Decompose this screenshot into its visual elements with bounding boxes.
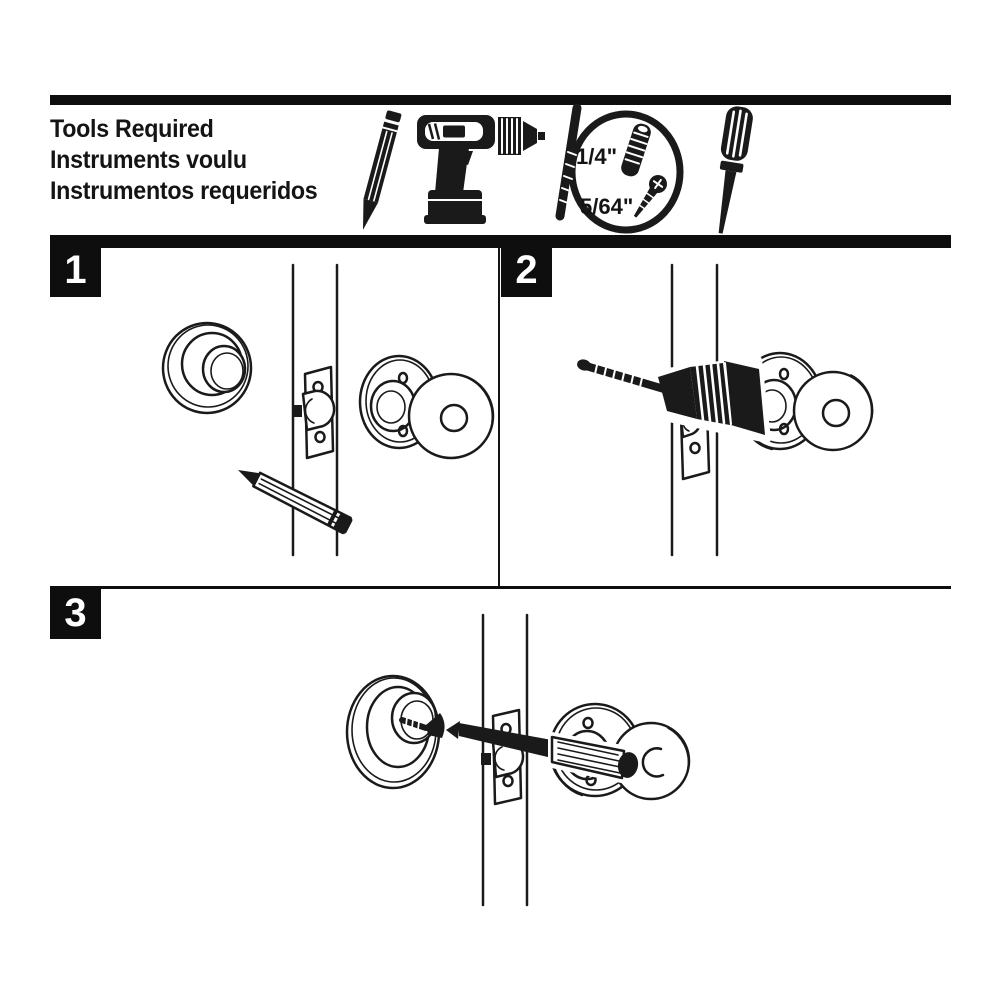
- drill-body: [724, 361, 765, 435]
- step-3-badge: 3: [50, 587, 101, 639]
- pencil: [238, 470, 353, 535]
- latch-assembly: [292, 365, 336, 460]
- door-knob: [358, 354, 495, 460]
- drill-nose: [658, 367, 697, 419]
- latch-assembly: [481, 708, 525, 806]
- step-2-illustration: [577, 263, 874, 557]
- mounting-screw: [399, 713, 445, 738]
- rose-plate: [345, 674, 441, 790]
- screwdriver-icon-art: [718, 106, 753, 234]
- step-1-illustration: [161, 263, 495, 557]
- screw-icon: [633, 175, 667, 218]
- step-3-illustration: [345, 613, 691, 907]
- step-2-number: 2: [515, 248, 538, 292]
- tools-required-line-en: Tools Required: [50, 115, 214, 143]
- bit-size-label-small: 5/64": [580, 194, 633, 219]
- bit-size-label-large: 1/4": [576, 144, 617, 169]
- step-3-number: 3: [64, 590, 87, 635]
- wall-anchor-icon: [621, 123, 651, 177]
- bit-oval-outline: [568, 110, 684, 234]
- drill-chuck: [690, 362, 730, 425]
- step-1-number: 1: [64, 248, 87, 292]
- large-drill-bit-icon: [555, 103, 582, 221]
- screwdriver-icon: [718, 106, 753, 234]
- tools-required-heading: Tools Required Instruments voulu Instrum…: [50, 114, 318, 207]
- tools-required-line-es: Instrumentos requeridos: [50, 177, 318, 205]
- drill: [577, 356, 771, 443]
- step-1-badge: 1: [50, 244, 101, 297]
- tools-required-line-fr: Instruments voulu: [50, 146, 247, 174]
- panel-divider-vertical: [498, 248, 500, 586]
- rose-plate: [161, 321, 253, 415]
- screwdriver-tip: [446, 721, 460, 739]
- drill-bit-set-icon: 1/4" 5/64": [555, 103, 684, 234]
- pencil-icon: [362, 110, 402, 230]
- drill-icon-art: [417, 115, 545, 224]
- top-rule: [50, 95, 951, 105]
- pencil-icon-art: [362, 110, 402, 230]
- drill-bit: [577, 359, 668, 393]
- screwdriver: [446, 721, 639, 784]
- screwdriver-handle: [550, 735, 626, 780]
- cordless-drill-icon: [417, 115, 545, 224]
- panel-divider-horizontal: [50, 586, 951, 589]
- step-2-badge: 2: [501, 244, 552, 297]
- section-rule: [50, 235, 951, 248]
- screwdriver-shaft: [459, 723, 552, 758]
